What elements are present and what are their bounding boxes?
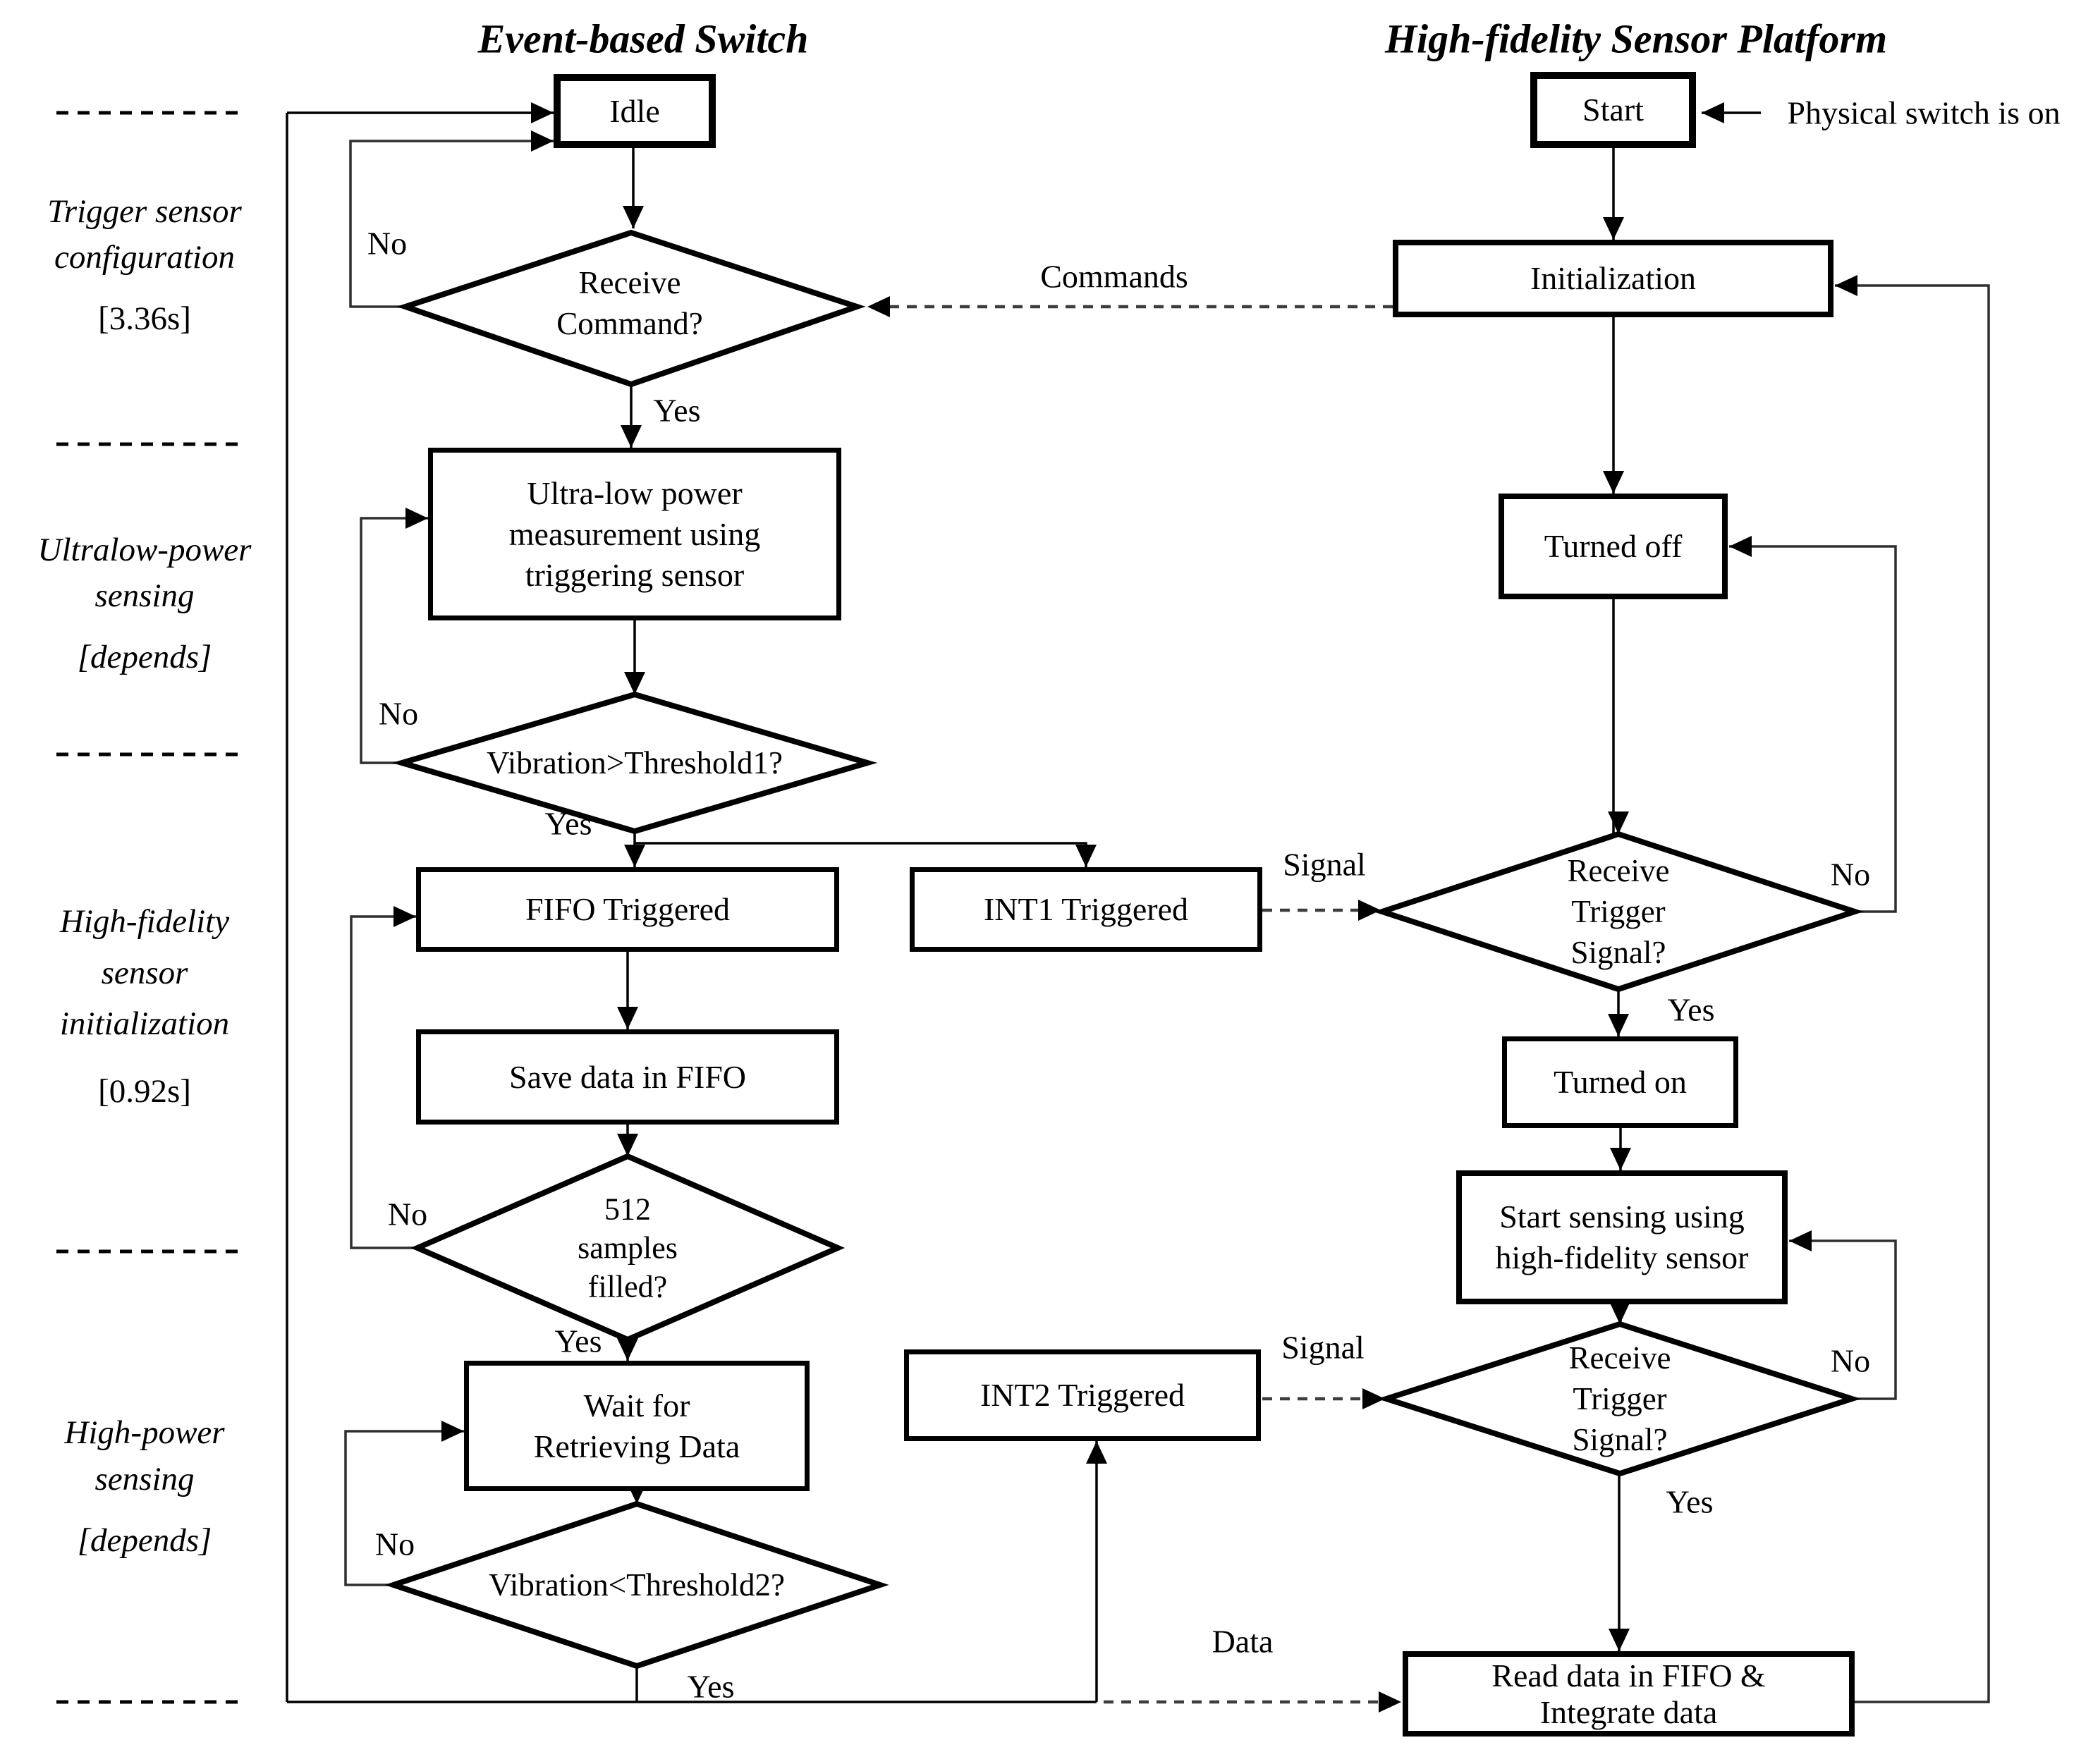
node-turned-on-label: Turned on	[1554, 1064, 1687, 1100]
dashed-links	[869, 305, 1400, 1704]
phase-separator-lines	[56, 111, 243, 1704]
node-initialization-label: Initialization	[1530, 260, 1697, 296]
node-start-sensing-line: Start sensing using	[1499, 1199, 1745, 1235]
edge-label-commands: Commands	[1040, 258, 1188, 295]
node-start-sensing: Start sensing using high-fidelity sensor	[1456, 1170, 1788, 1304]
node-wait-line: Retrieving Data	[533, 1428, 740, 1464]
edge-label-no: No	[367, 225, 408, 262]
edge-label-signal: Signal	[1283, 846, 1366, 883]
node-wait-retrieving-data: Wait for Retrieving Data	[464, 1361, 810, 1491]
node-read-data-line: Read data in FIFO &	[1491, 1657, 1766, 1693]
node-turned-off: Turned off	[1499, 494, 1728, 599]
phase-1-line: Trigger sensor	[47, 193, 242, 230]
edge-label-yes: Yes	[544, 805, 592, 842]
node-ultra-low-line: measurement using	[508, 515, 761, 552]
phase-2-time: [depends]	[77, 639, 212, 675]
diamond-512-samples-text: 512 samples filled?	[578, 1192, 678, 1304]
phase-4-line: High-power	[64, 1414, 225, 1451]
diamond-receive-command-text: Receive Command?	[556, 265, 703, 341]
node-save-data-fifo-label: Save data in FIFO	[508, 1058, 746, 1095]
edge-label-no: No	[387, 1196, 428, 1232]
node-read-data: Read data in FIFO & Integrate data	[1403, 1651, 1855, 1737]
loop-lines	[344, 140, 1990, 1703]
node-save-data-fifo: Save data in FIFO	[416, 1029, 839, 1125]
phase-1-line: configuration	[54, 239, 235, 276]
left-column-title: Event-based Switch	[477, 16, 809, 62]
diamond-vibration-threshold2	[384, 1500, 889, 1670]
edge-label-physical-switch: Physical switch is on	[1787, 94, 2061, 131]
diamond-vibration-threshold1-text: Vibration>Threshold1?	[486, 745, 783, 780]
node-initialization: Initialization	[1393, 240, 1833, 317]
phase-3-line: initialization	[59, 1005, 230, 1042]
node-turned-off-label: Turned off	[1544, 528, 1683, 564]
phase-3-time: [0.92s]	[98, 1073, 191, 1110]
phase-3-line: High-fidelity	[59, 903, 230, 940]
edge-label-yes: Yes	[687, 1668, 735, 1705]
edge-label-no: No	[378, 695, 419, 732]
edge-label-yes: Yes	[653, 392, 701, 429]
phase-3-line: sensor	[101, 955, 188, 991]
node-start-sensing-line: high-fidelity sensor	[1495, 1239, 1749, 1275]
node-int1-triggered: INT1 Triggered	[910, 867, 1262, 952]
diamond-receive-trigger-1-text: Receive Trigger Signal?	[1567, 853, 1670, 970]
node-ultra-low-line: Ultra-low power	[527, 474, 743, 511]
phase-2-line: sensing	[94, 577, 195, 614]
diamond-vibration-threshold1	[391, 691, 878, 835]
diamond-receive-trigger-2	[1377, 1321, 1862, 1477]
phase-4-time: [depends]	[77, 1522, 212, 1559]
edge-label-yes: Yes	[554, 1323, 602, 1359]
phase-2-line: Ultralow-power	[37, 532, 252, 568]
node-int1-triggered-label: INT1 Triggered	[983, 891, 1189, 927]
right-column-title: High-fidelity Sensor Platform	[1384, 16, 1888, 62]
edge-label-signal: Signal	[1281, 1329, 1365, 1366]
node-int2-triggered: INT2 Triggered	[904, 1349, 1261, 1441]
diamond-receive-command	[396, 229, 866, 388]
edge-label-data: Data	[1212, 1623, 1274, 1660]
node-idle-label: Idle	[609, 92, 660, 129]
edge-label-no: No	[374, 1526, 415, 1562]
edge-label-yes: Yes	[1666, 1483, 1714, 1520]
node-read-data-line: Integrate data	[1539, 1693, 1718, 1730]
diamond-receive-trigger-2-text: Receive Trigger Signal?	[1568, 1340, 1671, 1457]
node-fifo-triggered-label: FIFO Triggered	[525, 891, 731, 927]
node-start: Start	[1530, 72, 1696, 148]
node-wait-line: Wait for	[583, 1387, 690, 1423]
node-start-label: Start	[1582, 92, 1644, 128]
phase-4-line: sensing	[94, 1461, 195, 1497]
edge-label-no: No	[1830, 1342, 1871, 1379]
node-ultra-low-line: triggering sensor	[525, 556, 745, 593]
phase-1-time: [3.36s]	[98, 300, 191, 337]
node-int2-triggered-label: INT2 Triggered	[980, 1377, 1185, 1413]
arrowheads	[393, 102, 1857, 1713]
decision-diamonds	[384, 229, 1864, 1670]
edge-label-no: No	[1830, 856, 1871, 893]
diamond-receive-trigger-1	[1373, 831, 1864, 993]
diamond-vibration-threshold2-text: Vibration<Threshold2?	[488, 1567, 786, 1603]
node-fifo-triggered: FIFO Triggered	[416, 867, 839, 952]
node-turned-on: Turned on	[1502, 1036, 1738, 1128]
node-ultra-low-measurement: Ultra-low power measurement using trigge…	[428, 448, 841, 620]
node-idle: Idle	[554, 74, 716, 148]
edge-label-yes: Yes	[1667, 991, 1715, 1028]
